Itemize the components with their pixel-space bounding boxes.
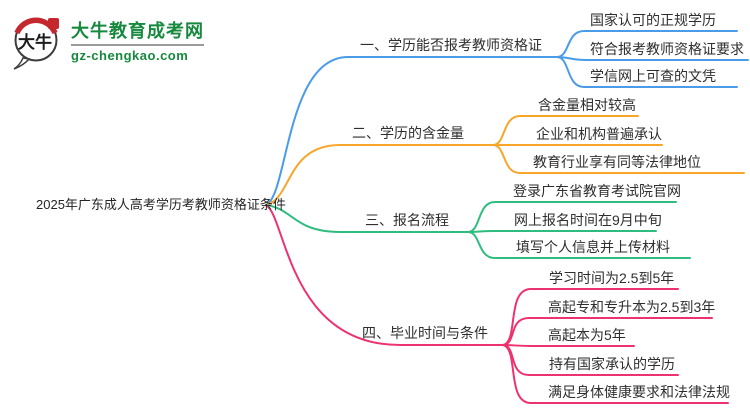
branch-1-leaf-2: 符合报考教师资格证要求 [590, 41, 744, 57]
branch-3-leaf-2: 网上报名时间在9月中旬 [514, 212, 662, 228]
branch-1-leaf-3: 学信网上可查的文凭 [590, 68, 716, 84]
site-domain: gz-chengkao.com [71, 47, 189, 63]
logo-seal-icon [48, 18, 59, 29]
logo-divider [71, 43, 204, 46]
branch-1-main-line [265, 56, 558, 206]
branch-1-leaf-1: 国家认可的正规学历 [590, 12, 716, 28]
branch-4-label: 四、毕业时间与条件 [362, 325, 488, 341]
branch-4-leaf-3-line [502, 344, 635, 347]
branch-1-leaf-1-line [556, 30, 738, 58]
branch-2-label: 二、学历的含金量 [352, 125, 464, 141]
branch-3-leaf-1-line [467, 201, 677, 233]
site-logo: 大牛 大牛教育成考网 gz-chengkao.com [10, 12, 204, 70]
branch-4-leaf-4: 持有国家承认的学历 [549, 356, 675, 372]
branch-1-label: 一、学历能否报考教师资格证 [360, 37, 542, 53]
logo-text-block: 大牛教育成考网 gz-chengkao.com [71, 20, 204, 63]
branch-4-leaf-1-line [502, 288, 679, 346]
branch-4-leaf-1: 学习时间为2.5到5年 [549, 270, 675, 286]
branch-4-leaf-2: 高起专和专升本为2.5到3年 [548, 299, 716, 315]
branch-2-leaf-1: 含金量相对较高 [538, 97, 636, 113]
branch-3-main-line [265, 204, 469, 233]
site-name: 大牛教育成考网 [71, 20, 204, 41]
branch-3-leaf-3-line [467, 231, 691, 259]
branch-3-leaf-2-line [467, 230, 657, 233]
root-topic-label: 2025年广东成人高考学历考教师资格证条件 [36, 197, 286, 212]
branch-3-leaf-3: 填写个人信息并上传材料 [516, 239, 670, 255]
branch-2-leaf-2: 企业和机构普遍承认 [536, 126, 662, 142]
branch-2-main-line [265, 144, 494, 206]
logo-bubble-icon: 大牛 [13, 17, 59, 70]
branch-3-label: 三、报名流程 [365, 212, 449, 228]
logo-bubble-text: 大牛 [18, 32, 52, 52]
branch-1-leaf-3-line [556, 56, 738, 88]
branch-2-leaf-3-line [492, 144, 745, 174]
branch-2-leaf-1-line [492, 115, 639, 146]
branch-2-leaf-3: 教育行业享有同等法律地位 [533, 154, 701, 170]
branch-4-leaf-3: 高起本为5年 [548, 327, 626, 343]
branch-4-main-line [265, 204, 504, 346]
bubble-tail [13, 57, 31, 70]
branch-4-leaf-5-line [502, 344, 729, 404]
branch-3-leaf-1: 登录广东省教育考试院官网 [513, 183, 681, 199]
branch-4-leaf-5: 满足身体健康要求和法律法规 [548, 384, 730, 400]
branch-4-leaf-2-line [502, 317, 713, 346]
